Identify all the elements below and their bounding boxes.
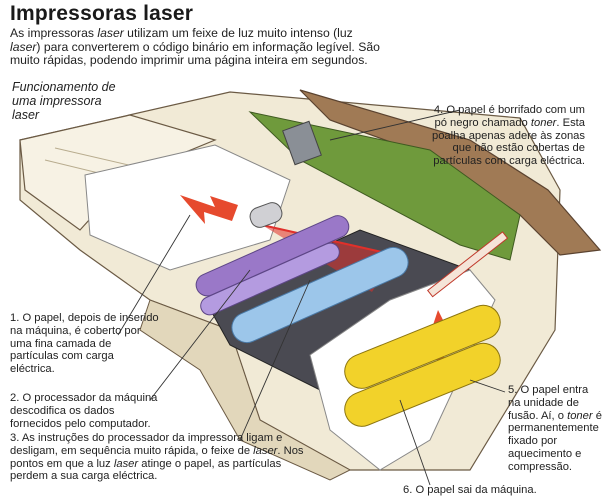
- step-4-note: 4. O papel é borrifado com um pó negro c…: [431, 104, 585, 168]
- step-1-note: 1. O papel, depois de inserido na máquin…: [10, 312, 159, 376]
- printer-lid: [299, 89, 602, 256]
- step-2-note: 2. O processador da máquina descodifica …: [10, 392, 158, 430]
- step-6-note: 6. O papel sai da máquina.: [403, 484, 537, 496]
- heater-rod: [427, 231, 509, 298]
- callout-lines: [117, 109, 506, 486]
- page-title: Impressoras laser: [10, 2, 194, 25]
- purple-drum: [195, 215, 350, 316]
- paper-in-arrow: [180, 195, 238, 224]
- toner-cartridge: [282, 120, 322, 166]
- intro-text: As impressoras laser utilizam um feixe d…: [10, 26, 380, 67]
- blue-drum: [231, 246, 409, 344]
- laser-lens: [249, 202, 283, 228]
- diagram-caption: Funcionamento de uma impressora laser: [12, 80, 116, 122]
- step-5-note: 5. O papel entra na unidade de fusão. Aí…: [508, 384, 602, 473]
- paper-sheet: [84, 144, 291, 271]
- step-3-note: 3. As instruções do processador da impre…: [10, 432, 304, 483]
- fuser-rollers: [344, 304, 501, 427]
